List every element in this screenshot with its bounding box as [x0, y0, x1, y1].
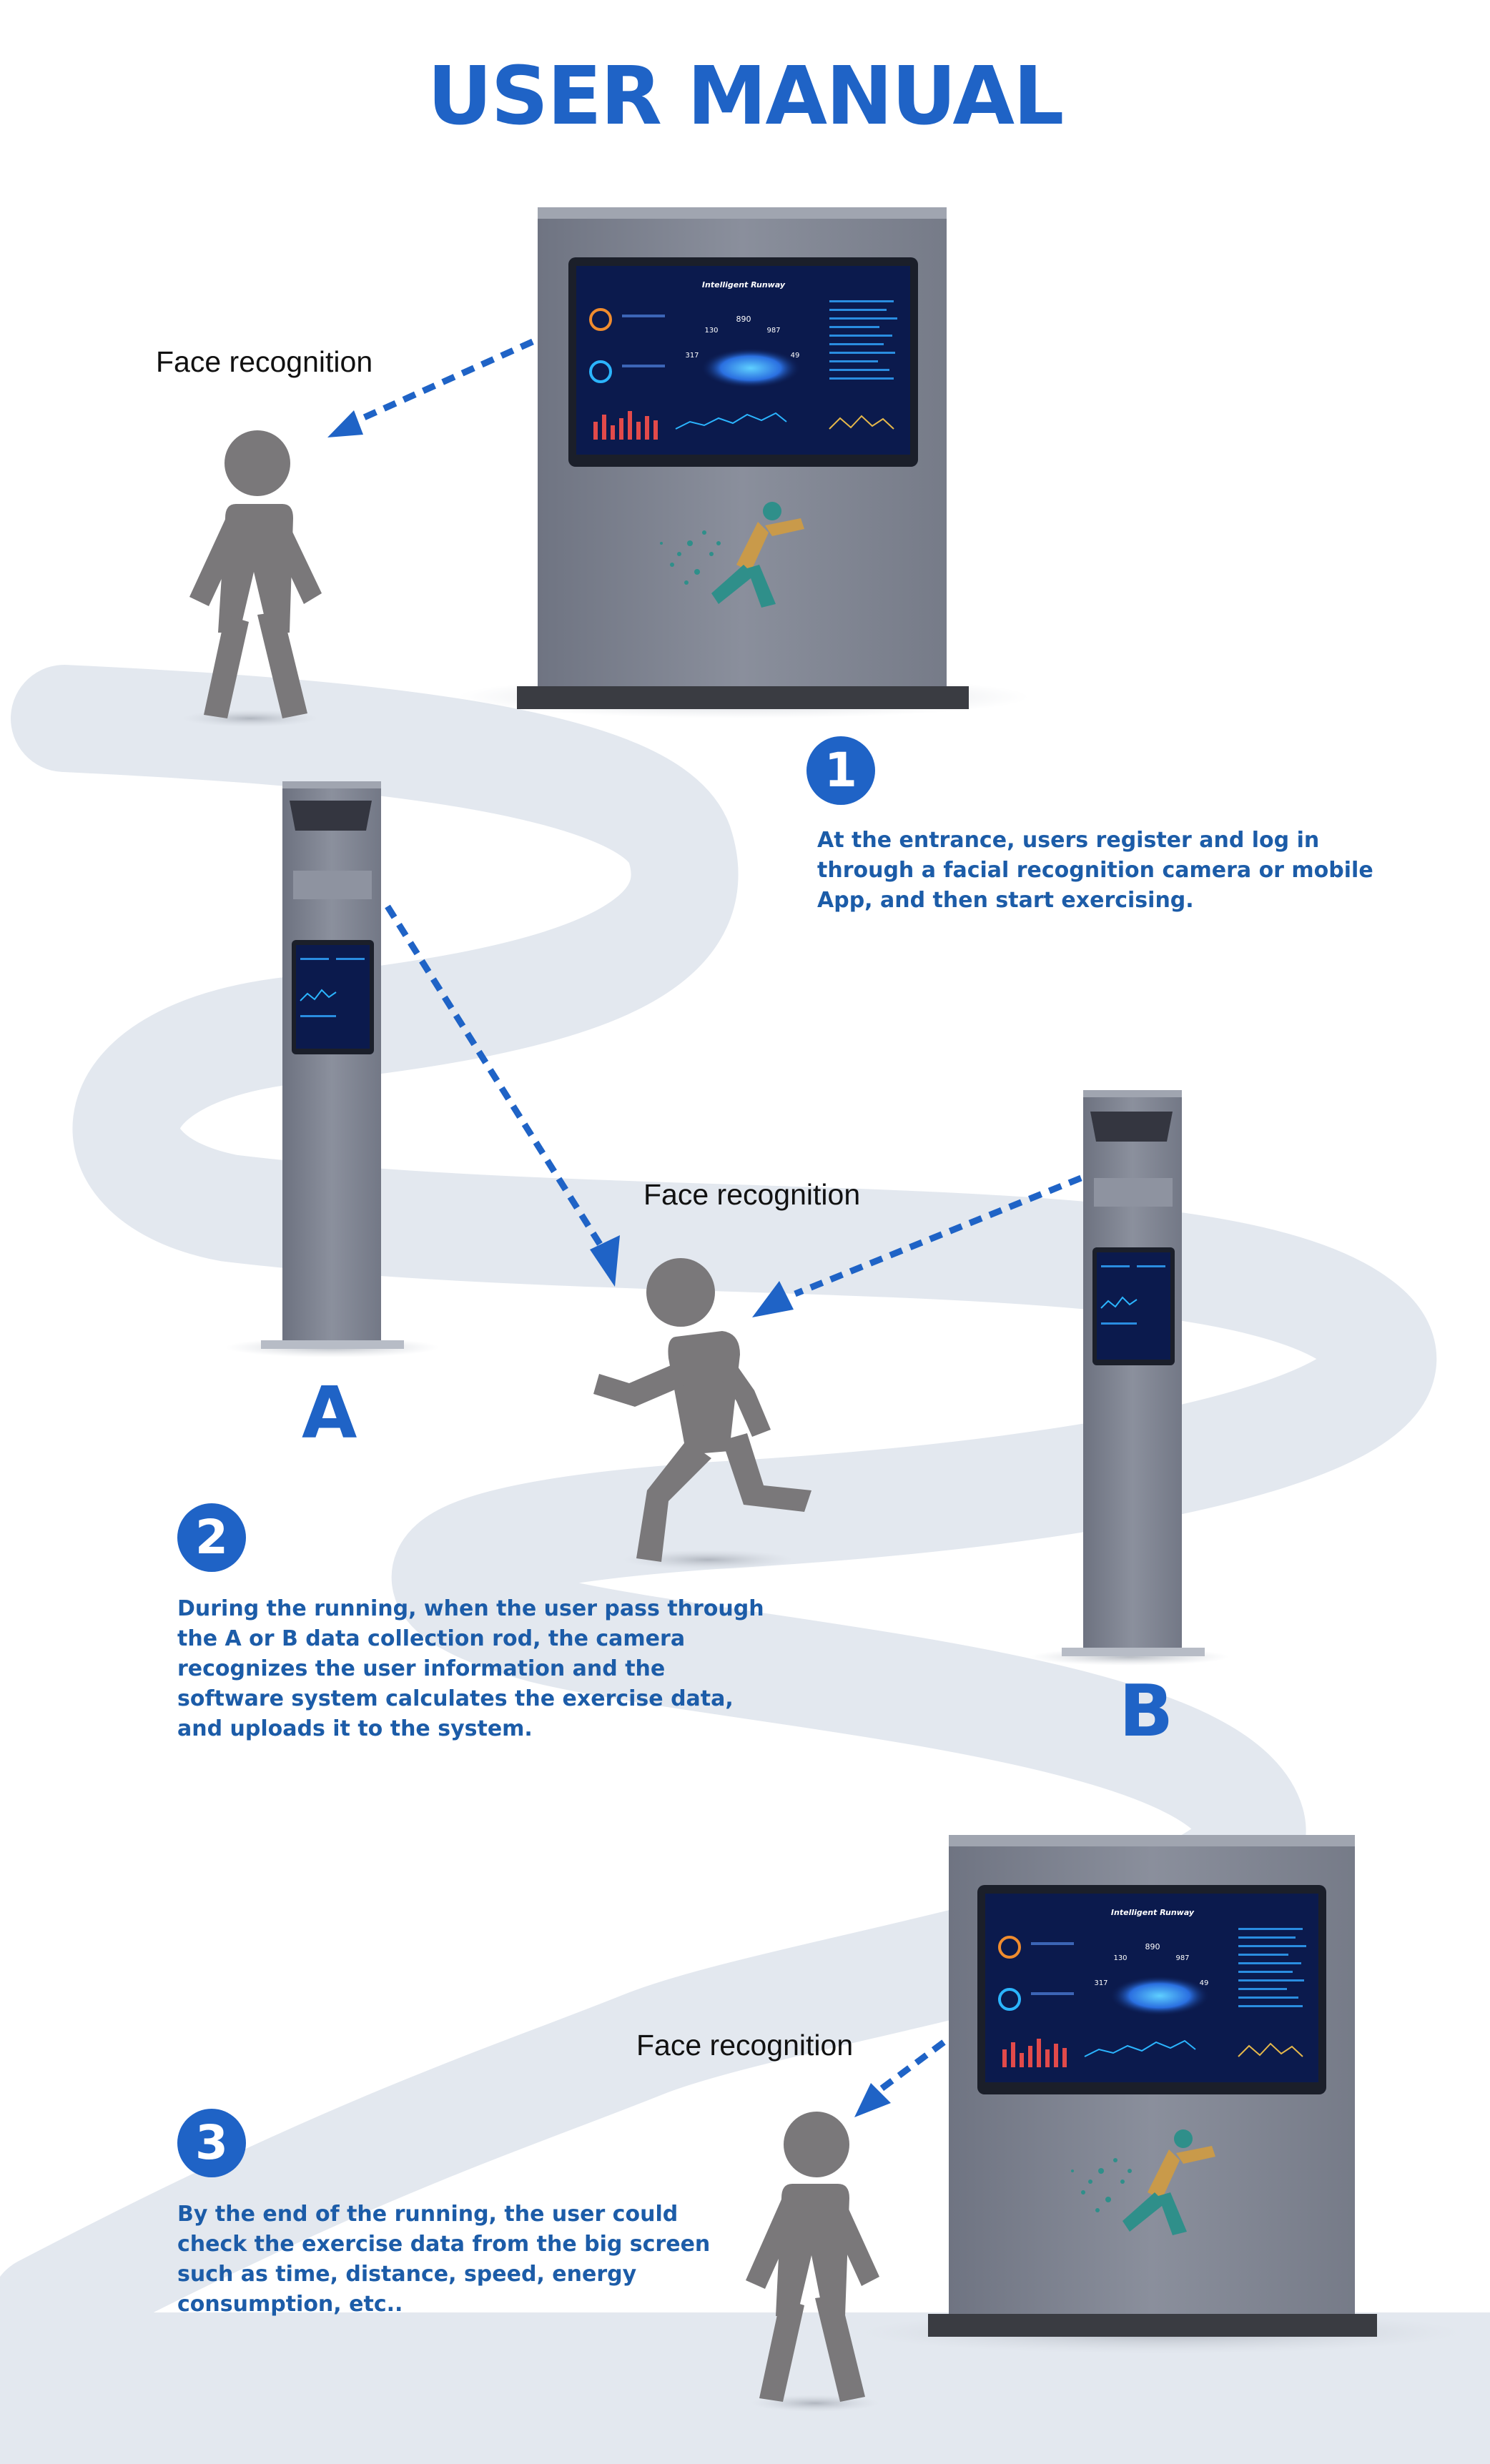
kiosk-top-stat-1: 890 [736, 315, 751, 324]
step-1-badge: 1 [806, 736, 875, 805]
collection-rod-b [1030, 1090, 1230, 1666]
step-1-text: At the entrance, users register and log … [817, 828, 1373, 913]
step-2-badge: 2 [177, 1503, 246, 1572]
face-recognition-label-2: Face recognition [643, 1178, 861, 1211]
kiosk-top-screen-title: Intelligent Runway [702, 280, 786, 290]
step-2-text: During the running, when the user pass t… [177, 1596, 764, 1741]
collection-rod-a [225, 781, 440, 1357]
kiosk-top-stat-2: 130 [704, 327, 718, 335]
kiosk-bottom-stat-2: 130 [1113, 1954, 1127, 1962]
kiosk-top: Intelligent Runway 890 130 987 317 49 [458, 207, 1030, 718]
kiosk-bottom: Intelligent Runway 890 130 987 317 49 [862, 1835, 1462, 2354]
kiosk-top-stat-3: 987 [766, 327, 780, 335]
person-walking-3 [746, 2112, 879, 2412]
page-title: USER MANUAL [427, 50, 1065, 143]
person-walking-1 [182, 430, 322, 727]
rod-a-label: A [302, 1371, 357, 1455]
kiosk-bottom-runner-graphic [1071, 2129, 1215, 2235]
kiosk-bottom-screen-title: Intelligent Runway [1111, 1908, 1195, 1917]
kiosk-bottom-stat-1: 890 [1145, 1942, 1160, 1951]
kiosk-bottom-stat-5: 49 [1200, 1979, 1209, 1987]
kiosk-bottom-stat-3: 987 [1175, 1954, 1189, 1962]
step-3-text: By the end of the running, the user coul… [177, 2202, 711, 2317]
kiosk-top-stat-4: 317 [685, 352, 699, 360]
kiosk-bottom-stat-4: 317 [1094, 1979, 1107, 1987]
face-recognition-label-1: Face recognition [156, 345, 373, 378]
rod-b-label: B [1119, 1669, 1174, 1753]
person-running [593, 1258, 811, 1570]
face-recognition-label-3: Face recognition [636, 2029, 854, 2062]
step-3-badge: 3 [177, 2109, 246, 2177]
kiosk-top-runner-graphic [660, 502, 804, 608]
kiosk-top-stat-5: 49 [791, 352, 800, 360]
